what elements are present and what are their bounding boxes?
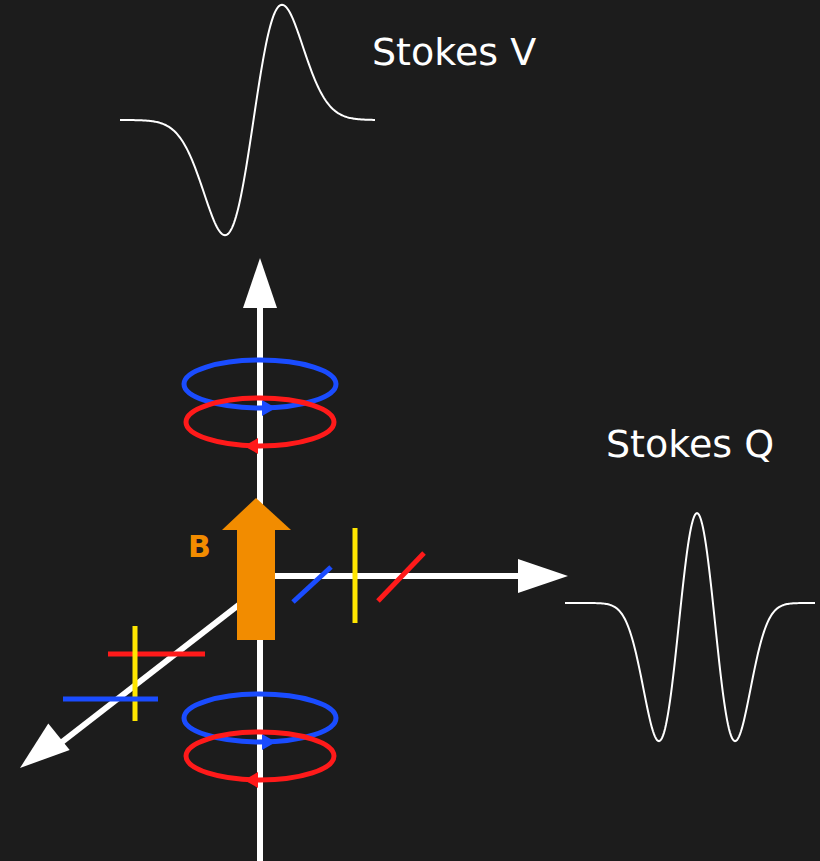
loop-arrowhead xyxy=(244,438,258,454)
sigma-linear-blue xyxy=(293,567,331,602)
loop-arrowhead xyxy=(262,400,276,416)
field-arrow-shaft xyxy=(237,528,275,640)
loop-arrowhead xyxy=(244,772,258,788)
stokes-label: Stokes Q xyxy=(606,424,774,466)
sigma-red-loop xyxy=(186,398,334,446)
sigma-linear-red xyxy=(108,652,205,657)
diagonal-axis xyxy=(62,590,258,742)
horizontal-axis xyxy=(260,573,525,579)
sigma-red-loop xyxy=(186,732,334,780)
stokes-q-profile xyxy=(565,513,815,741)
axis-arrowhead xyxy=(518,559,568,593)
pi-linear-yellow xyxy=(353,528,358,623)
axis-arrowhead xyxy=(20,724,70,769)
axis-arrowhead xyxy=(243,258,277,308)
sigma-blue-loop xyxy=(184,360,336,408)
sigma-linear-blue xyxy=(63,697,158,702)
stokes-label: Stokes V xyxy=(372,32,536,74)
loop-arrowhead xyxy=(262,734,276,750)
sigma-linear-red xyxy=(378,553,424,601)
field-label: B xyxy=(188,530,211,563)
stokes-v-profile xyxy=(120,5,375,235)
sigma-blue-loop xyxy=(184,694,336,742)
field-arrowhead xyxy=(222,498,291,530)
pi-linear-yellow xyxy=(133,626,138,721)
